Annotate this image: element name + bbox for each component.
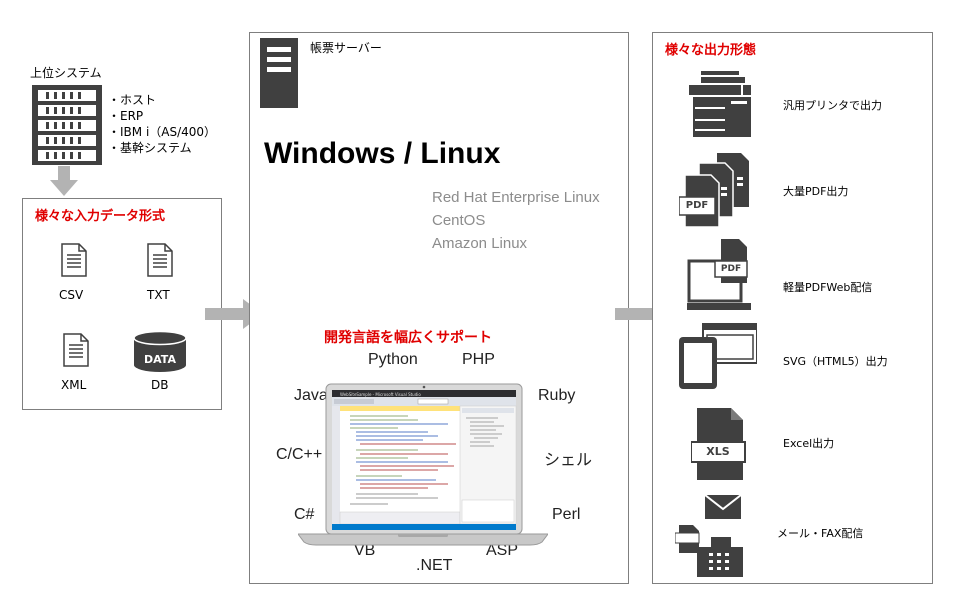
lang-c-cpp: C/C++ [276,446,323,463]
db-label: DB [151,378,169,392]
printer-icon [689,71,751,137]
bulk-pdf-icon-text: PDF [685,200,709,211]
lang-shell: シェル [544,452,593,469]
output-label-web-pdf: 軽量PDFWeb配信 [783,279,872,295]
tablet-browser-icon [677,323,757,391]
mail-fax-icon [675,495,745,577]
upper-item: ・基幹システム [108,141,192,155]
output-label-printer: 汎用プリンタで出力 [783,99,882,112]
lang-php: PHP [462,351,495,368]
xml-file-icon [63,333,89,367]
upper-item: ・IBM i（AS/400） [108,125,217,139]
lang-vb: VB [354,542,376,559]
monitor-pdf-icon-text: PDF [720,264,742,274]
upper-system-title: 上位システム [30,66,102,80]
distro-item: CentOS [432,212,486,229]
database-icon [133,331,187,373]
rack-server-icon [32,85,102,165]
monitor-pdf-icon [687,239,751,311]
upper-item: ・ERP [108,109,144,123]
output-label-mail-fax: メール・FAX配信 [777,527,864,540]
report-server-panel: 帳票サーバー Windows / Linux Red Hat Enterpris… [249,32,629,584]
output-label-web-pdf-text: 軽量PDFWeb配信 [783,281,873,294]
right-arrow-input-to-server [205,299,263,329]
output-label-svg: SVG（HTML5）出力 [783,355,888,368]
lang-dotnet: .NET [416,557,453,574]
output-label-excel: Excel出力 [783,437,835,450]
output-label-bulk-pdf: 大量PDF出力 [783,185,849,198]
lang-python: Python [368,351,418,368]
mail-fax-pdf-text: PDF [679,526,695,534]
upper-item: ・ホスト [108,93,157,107]
distro-item: Amazon Linux [432,235,528,252]
xml-label: XML [61,378,87,392]
lang-asp: ASP [486,542,519,559]
linux-distro-list: Red Hat Enterprise Linux CentOS Amazon L… [432,186,600,255]
excel-icon-text: XLS [706,445,730,458]
excel-file-icon [691,408,747,480]
down-arrow [50,166,78,196]
distro-item: Red Hat Enterprise Linux [432,189,600,206]
lang-perl: Perl [552,506,581,523]
os-title: Windows / Linux [264,137,501,170]
txt-file-icon [147,243,173,277]
bulk-pdf-icon [679,153,749,227]
input-formats-panel: 様々な入力データ形式 CSV TXT XML DATA DB [22,198,222,410]
output-formats-panel: 様々な出力形態 汎用プリンタで出力 PDF 大量PDF出力 [652,32,933,584]
server-tower-icon [260,38,298,108]
laptop-illustration [298,380,548,546]
lang-csharp: C# [294,506,315,523]
laptop-screen-title: WebSiteSample - Microsoft Visual Studio [340,392,421,397]
lang-java: Java [294,387,328,404]
database-icon-text: DATA [144,353,176,366]
output-formats-title: 様々な出力形態 [665,43,757,58]
dev-languages-title: 開発言語を幅広くサポート [324,330,492,346]
csv-label: CSV [59,288,84,302]
upper-system-list: ・ホスト ・ERP ・IBM i（AS/400） ・基幹システム [108,92,216,156]
server-label: 帳票サーバー [310,41,382,55]
input-formats-title: 様々な入力データ形式 [35,209,166,224]
lang-ruby: Ruby [538,387,576,404]
csv-file-icon [61,243,87,277]
txt-label: TXT [147,288,170,302]
